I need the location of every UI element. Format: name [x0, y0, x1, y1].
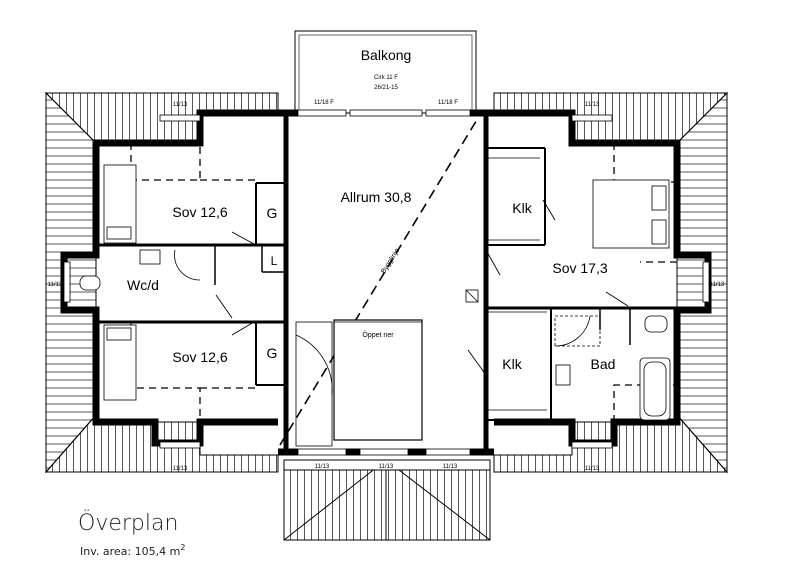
- room-label-stair-open: Öppet ner: [362, 331, 394, 339]
- window-label-top-left: 11/13: [173, 102, 188, 108]
- roof-slopes: [44, 91, 729, 541]
- room-label-balcony: Balkong: [361, 47, 412, 63]
- room-label-living: Allrum 30,8: [341, 189, 412, 205]
- toilet-wc: [79, 275, 101, 291]
- interior-walls: [96, 147, 677, 422]
- plan-area: Inv. area: 105,4 m2: [80, 543, 185, 558]
- room-label-bed-left-bottom: Sov 12,6: [172, 349, 227, 365]
- door-swings: [215, 199, 629, 376]
- window-label-bottom-right: 11/13: [585, 466, 600, 472]
- window-label-bottom-center: 11/13: [379, 464, 394, 470]
- window-label-top-right: 11/13: [585, 102, 600, 108]
- window-label-balcony-right: 11/18 F: [438, 100, 458, 106]
- window-label-balcony-door: Cirk 11 F: [374, 75, 398, 81]
- window-label-bottom-left: 11/13: [173, 466, 188, 472]
- roof-window-labels: 11/13 11/13 11/13 11/13 11/13 11/13 11/1…: [48, 102, 725, 472]
- window-label-balcony-door-dims: 26/21-15: [374, 85, 398, 91]
- room-label-bed-right: Sov 17,3: [552, 260, 607, 276]
- window-label-balcony-left: 11/18 F: [314, 100, 334, 106]
- title-block: Överplan Inv. area: 105,4 m2: [78, 509, 185, 558]
- balcony: Balkong Cirk 11 F 26/21-15 11/18 F 11/18…: [294, 30, 477, 114]
- plan-area-sup: 2: [180, 543, 185, 552]
- windows: [63, 109, 710, 456]
- stair-opening: [333, 319, 423, 441]
- plan-title: Överplan: [78, 509, 178, 536]
- sink-wc: [139, 249, 161, 265]
- plan-area-text: Inv. area: 105,4 m: [80, 545, 180, 558]
- room-label-wc: Wc/d: [127, 277, 159, 293]
- window-label-bottom-center-right: 11/13: [443, 464, 458, 470]
- toilet-bath: [644, 315, 668, 333]
- sink-bath: [555, 364, 571, 386]
- room-label-wardrobe-top: G: [267, 205, 278, 221]
- window-label-left-gable: 11/13: [48, 282, 63, 288]
- room-label-closet-top: Klk: [512, 200, 532, 216]
- window-label-right-gable: 11/13: [710, 282, 725, 288]
- room-label-bed-left-top: Sov 12,6: [172, 204, 227, 220]
- room-label-bath: Bad: [591, 356, 616, 372]
- room-labels: Allrum 30,8 Sov 12,6 Sov 12,6 Sov 17,3 W…: [127, 189, 615, 372]
- roof-beam-label: Bygglinje: [380, 247, 401, 275]
- furniture: [79, 164, 671, 447]
- room-label-closet-bottom: Klk: [502, 356, 522, 372]
- room-label-wardrobe-bottom: G: [267, 345, 278, 361]
- window-label-bottom-center-left: 11/13: [315, 464, 330, 470]
- room-label-linen: L: [271, 254, 278, 268]
